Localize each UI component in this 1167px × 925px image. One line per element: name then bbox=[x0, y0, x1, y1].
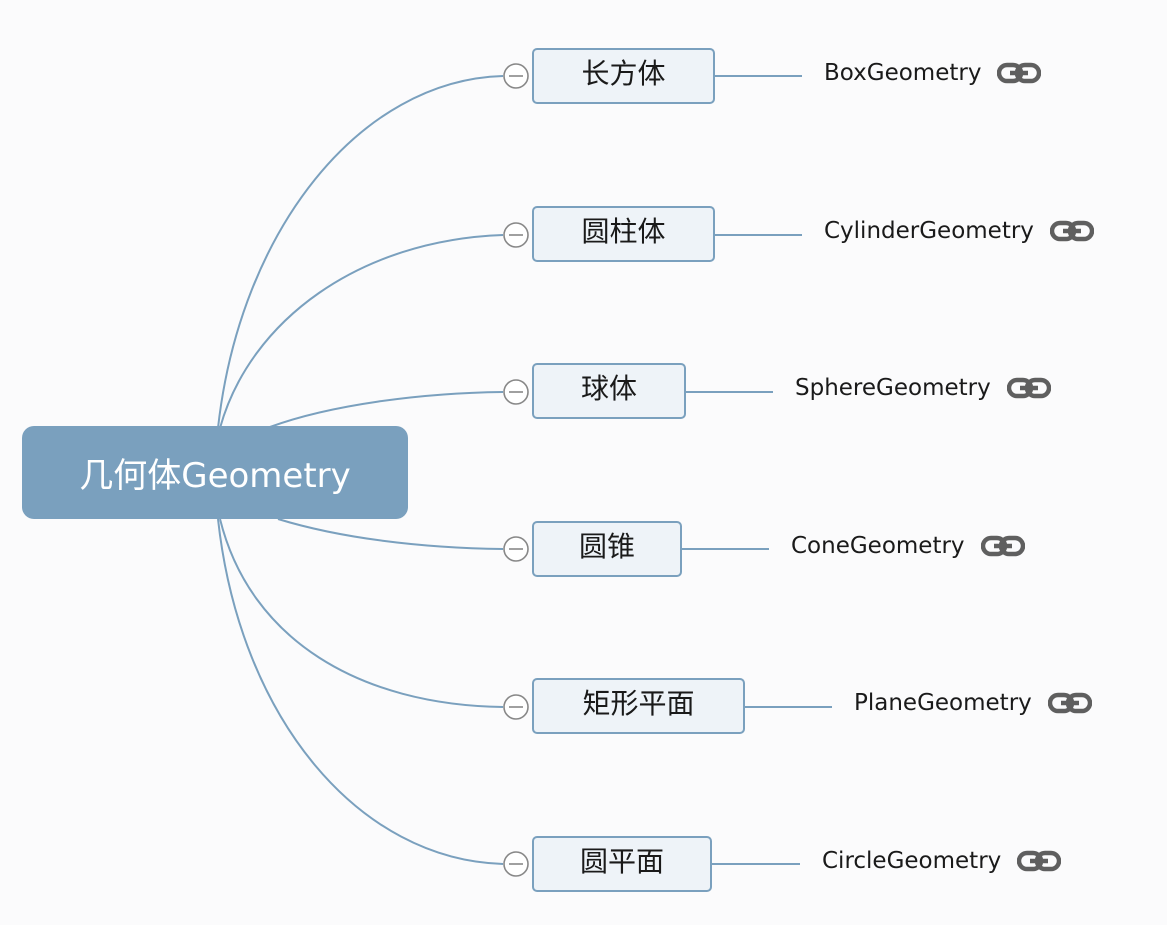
subtopic-cone-geometry[interactable]: ConeGeometry bbox=[791, 529, 1025, 563]
link-icon[interactable] bbox=[1017, 849, 1062, 873]
collapse-icon[interactable] bbox=[503, 851, 529, 877]
subtopic-plane-geometry[interactable]: PlaneGeometry bbox=[854, 686, 1092, 720]
branch-topic-label: 矩形平面 bbox=[582, 687, 695, 720]
branch-topic-label: 圆柱体 bbox=[581, 215, 666, 248]
branch-topic-circle[interactable]: 圆平面 bbox=[532, 836, 712, 892]
collapse-icon[interactable] bbox=[503, 379, 529, 405]
subtopic-label: SphereGeometry bbox=[795, 375, 991, 401]
collapse-icon[interactable] bbox=[503, 63, 529, 89]
branch-topic-label: 球体 bbox=[580, 372, 637, 405]
link-icon[interactable] bbox=[997, 61, 1042, 85]
collapse-icon[interactable] bbox=[503, 536, 529, 562]
collapse-icon[interactable] bbox=[503, 222, 529, 248]
branch-connector-3 bbox=[277, 518, 504, 550]
branch-topic-label: 长方体 bbox=[581, 57, 666, 90]
branch-connector-0 bbox=[217, 75, 504, 429]
subtopic-sphere-geometry[interactable]: SphereGeometry bbox=[795, 371, 1051, 405]
branch-connector-4 bbox=[219, 518, 504, 708]
branch-topic-label: 圆平面 bbox=[579, 845, 664, 878]
subtopic-circle-geometry[interactable]: CircleGeometry bbox=[822, 844, 1062, 878]
link-icon[interactable] bbox=[1006, 376, 1051, 400]
subtopic-cylinder-geometry[interactable]: CylinderGeometry bbox=[824, 214, 1094, 248]
subtopic-label: BoxGeometry bbox=[824, 60, 982, 86]
central-topic[interactable]: 几何体Geometry bbox=[22, 426, 408, 519]
link-icon[interactable] bbox=[1047, 691, 1092, 715]
subtopic-label: CircleGeometry bbox=[822, 848, 1002, 874]
central-topic-label: 几何体Geometry bbox=[79, 456, 351, 496]
branch-connector-2 bbox=[269, 391, 504, 428]
subtopic-box-geometry[interactable]: BoxGeometry bbox=[824, 56, 1042, 90]
branch-topic-box[interactable]: 长方体 bbox=[532, 48, 715, 104]
link-icon[interactable] bbox=[1049, 219, 1094, 243]
branch-connector-1 bbox=[219, 234, 504, 429]
branch-topic-sphere[interactable]: 球体 bbox=[532, 363, 686, 419]
branch-connector-5 bbox=[217, 518, 504, 865]
branch-topic-plane[interactable]: 矩形平面 bbox=[532, 678, 745, 734]
link-icon[interactable] bbox=[980, 534, 1025, 558]
collapse-icon[interactable] bbox=[503, 694, 529, 720]
subtopic-label: CylinderGeometry bbox=[824, 218, 1034, 244]
branch-topic-cone[interactable]: 圆锥 bbox=[532, 521, 682, 577]
branch-topic-cylinder[interactable]: 圆柱体 bbox=[532, 206, 715, 262]
branch-topic-label: 圆锥 bbox=[578, 530, 635, 563]
subtopic-label: PlaneGeometry bbox=[854, 690, 1032, 716]
subtopic-label: ConeGeometry bbox=[791, 533, 965, 559]
